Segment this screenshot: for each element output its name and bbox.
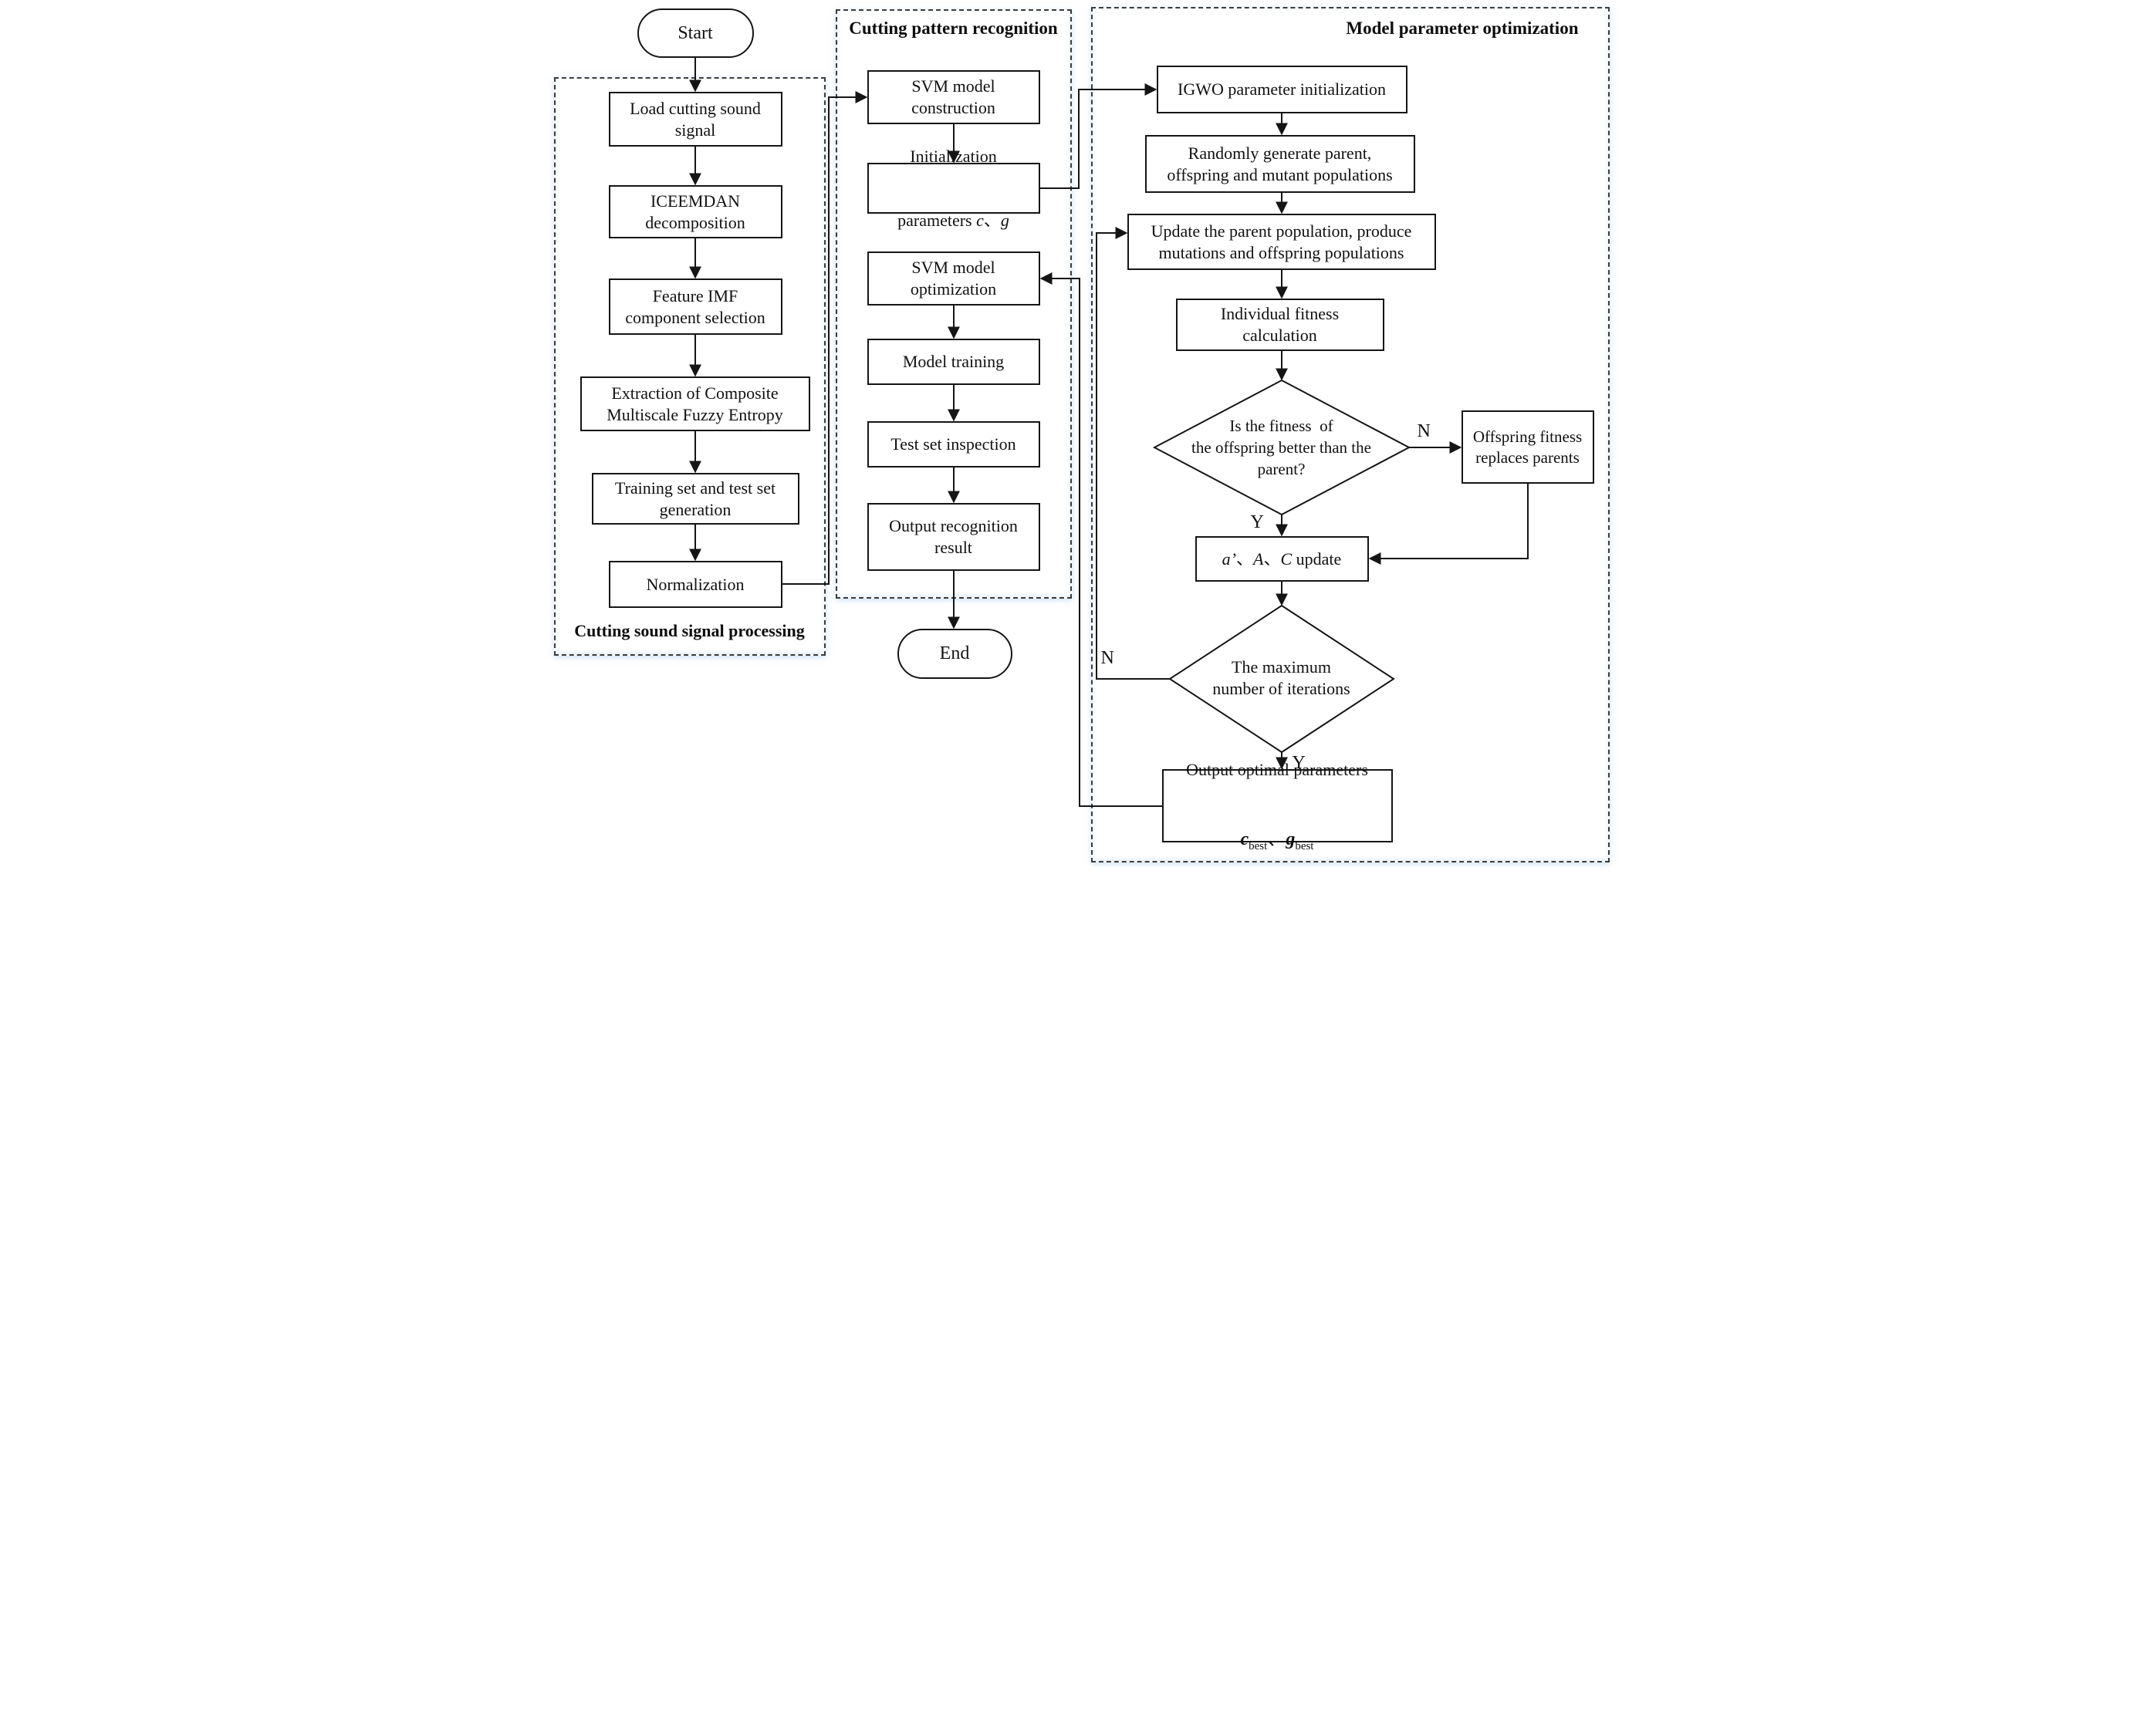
init-sep: 、 [983, 210, 1001, 230]
sub-c-best: best [1249, 839, 1268, 852]
node-param-update: a’、A、C update [1195, 536, 1369, 582]
node-model-training: Model training [867, 339, 1040, 385]
param-sep1: 、 [1236, 549, 1254, 569]
param-sep2: 、 [1263, 549, 1281, 569]
node-offspring-replace: Offspring fitness replaces parents [1461, 410, 1594, 484]
sub-g-best: best [1295, 839, 1314, 852]
node-feature-imf: Feature IMF component selection [608, 278, 782, 335]
output-sep: 、 [1267, 829, 1286, 850]
init-params-line1: Initialization [910, 146, 997, 166]
init-prefix: parameters [897, 210, 977, 230]
panel-model-parameter-optimization [1090, 7, 1610, 862]
param-g: g [1000, 210, 1009, 230]
node-load-signal: Load cutting sound signal [608, 92, 782, 147]
param-A: A [1253, 549, 1264, 569]
node-start: Start [637, 8, 754, 58]
param-C: C [1280, 549, 1293, 569]
node-test-set-inspection: Test set inspection [867, 421, 1040, 468]
node-normalization: Normalization [608, 561, 782, 608]
decision-fitness-text: Is the fitness of the offspring better t… [1191, 417, 1371, 478]
edge-normalization-svm-construction [782, 91, 867, 585]
node-output-recognition: Output recognition result [867, 503, 1040, 571]
node-extraction-entropy: Extraction of Composite Multiscale Fuzzy… [580, 376, 810, 431]
output-optimal-line1: Output optimal parameters [1186, 760, 1368, 780]
edge-maxiter-no-loop [1095, 227, 1170, 680]
edge-label-iterations-no: N [1100, 648, 1114, 668]
node-update-parent: Update the parent population, produce mu… [1127, 214, 1436, 270]
edge-label-iterations-yes: Y [1292, 753, 1306, 773]
decision-fitness-diamond [1152, 379, 1411, 516]
panel-label-pattern-recognition: Cutting pattern recognition [849, 19, 1058, 38]
param-update-suffix: update [1292, 549, 1342, 569]
connector-lines [688, 58, 1529, 807]
param-update-text: a’、A、C update [1222, 549, 1342, 570]
param-c-best: c [1240, 829, 1249, 850]
node-svm-optimization: SVM model optimization [867, 251, 1040, 305]
node-initialization-parameters: Initialization parameters c、g [867, 147, 1040, 230]
param-a-prime: a’ [1222, 549, 1236, 569]
output-optimal-line2: cbest、gbest [1186, 828, 1368, 852]
node-end: End [897, 629, 1012, 679]
node-random-generate: Randomly generate parent, offspring and … [1144, 135, 1415, 193]
edge-initparams-igwo [1039, 83, 1157, 189]
edge-output-feedback-svmopt [1039, 272, 1162, 807]
edge-label-fitness-no: N [1417, 421, 1431, 441]
edge-label-fitness-yes: Y [1250, 512, 1264, 532]
init-params-text: Initialization parameters c、g [897, 103, 1009, 274]
node-igwo-init: IGWO parameter initialization [1156, 66, 1407, 113]
decision-maxiter-diamond [1168, 604, 1395, 754]
param-g-best: g [1286, 829, 1296, 850]
decision-maxiter-text: The maximum number of iterations [1212, 657, 1350, 698]
param-c: c [976, 210, 984, 230]
init-params-line2: parameters c、g [897, 210, 1009, 231]
node-training-test-set: Training set and test set generation [591, 473, 799, 525]
output-optimal-text: Output optimal parameters cbest、gbest [1186, 717, 1368, 896]
node-individual-fitness: Individual fitness calculation [1175, 299, 1384, 351]
node-output-optimal: Output optimal parameters cbest、gbest [1161, 760, 1393, 852]
panel-cutting-sound-signal-processing [553, 77, 826, 656]
flowchart-canvas: Cutting sound signal processing Cutting … [539, 0, 1617, 868]
panel-label-parameter-optimization: Model parameter optimization [1346, 19, 1579, 38]
node-iceemdan: ICEEMDAN decomposition [608, 185, 782, 238]
panel-label-signal-processing: Cutting sound signal processing [574, 621, 805, 640]
edge-offspring-paramupdate [1368, 484, 1529, 565]
node-svm-construction: SVM model construction [867, 70, 1040, 124]
